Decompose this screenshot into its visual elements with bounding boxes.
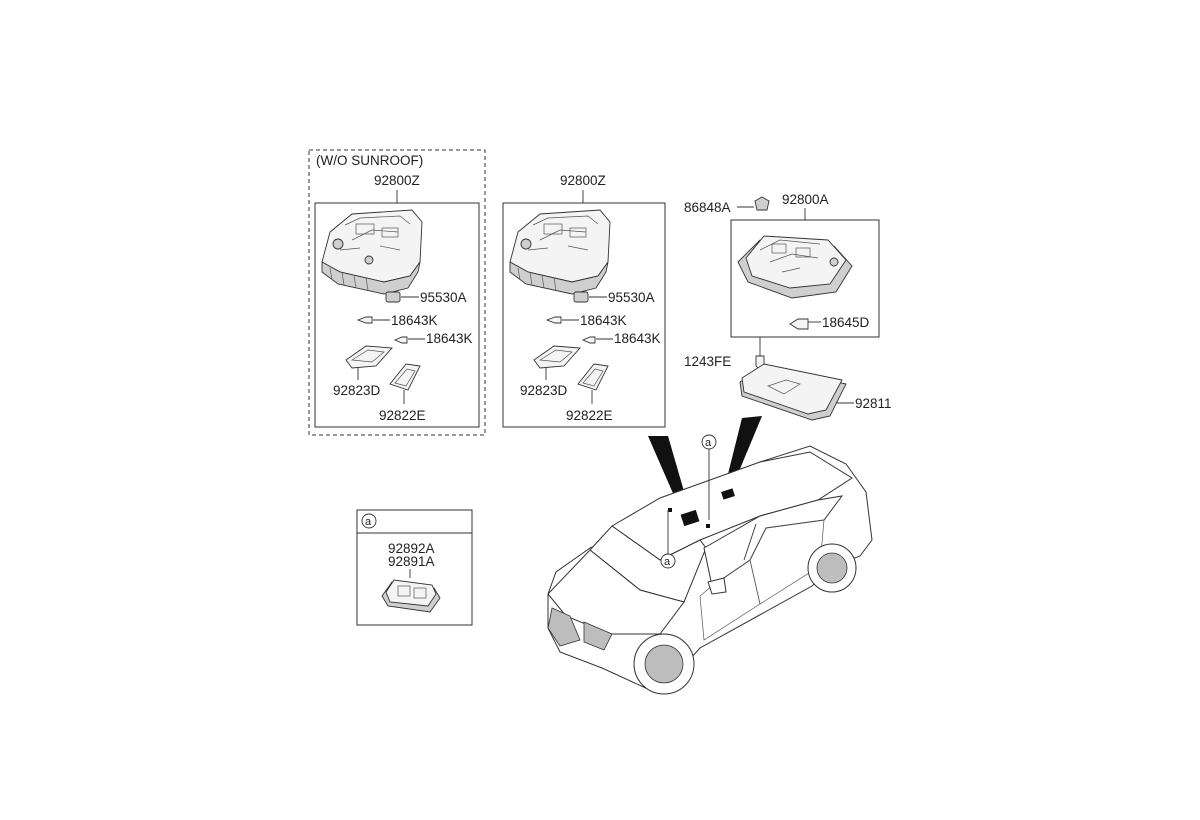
- sunroof-assembly-label: 92800Z: [374, 173, 420, 188]
- part-label-18645d: 18645D: [822, 315, 870, 330]
- lens-92823d-part: [345, 345, 393, 369]
- sunroof-caption: (W/O SUNROOF): [316, 153, 423, 168]
- part-label-18643k-b: 18643K: [426, 331, 473, 346]
- part-label-95530a: 95530A: [608, 290, 655, 305]
- standard-assembly-label: 92800Z: [560, 173, 606, 188]
- car-grille: [547, 607, 581, 647]
- room-lamp-assembly-label: 92800A: [782, 192, 829, 207]
- part-label-92823d: 92823D: [520, 383, 568, 398]
- part-label-92891a: 92891A: [388, 554, 435, 569]
- part-label-92892a: 92892A: [388, 541, 435, 556]
- car-marker-a-upper: a: [705, 437, 712, 449]
- sunroof-group-dashed-frame: [308, 149, 486, 436]
- detail-a-frame: [356, 509, 473, 626]
- car-marker-a-circle: [660, 553, 676, 569]
- sunroof-group-frame: [314, 202, 480, 428]
- part-label-18643k-a: 18643K: [580, 313, 627, 328]
- lens-92822e-part: [577, 363, 609, 391]
- bulb-18643k-part: [581, 336, 596, 344]
- bulb-18643k-part: [356, 316, 373, 324]
- detail-a-marker: a: [365, 516, 372, 528]
- lens-92823d-part: [533, 345, 581, 369]
- car-headlight: [583, 621, 613, 651]
- overhead-console-lamp-part: [509, 209, 611, 295]
- group-room-lamp: 86848A 92800A 18645D 1243FE 92811: [684, 192, 892, 421]
- car-hood: [547, 549, 685, 635]
- car-side-mirror: [707, 577, 727, 595]
- detail-a-group: a 92892A 92891A: [356, 509, 473, 626]
- roof-lamp-front-indicator: [680, 509, 700, 527]
- part-label-95530a: 95530A: [420, 290, 467, 305]
- part-label-18643k-b: 18643K: [614, 331, 661, 346]
- part-label-1243fe: 1243FE: [684, 354, 731, 369]
- map-lamp-part: [381, 579, 441, 613]
- car-marker-a-lower: a: [664, 556, 671, 568]
- overhead-console-lamp-part: [321, 209, 423, 295]
- part-label-92811: 92811: [855, 396, 892, 411]
- car-marker-a-circle: [701, 434, 717, 450]
- group-standard: 92800Z 95530A 18643K 18643K 92823D 92822…: [502, 173, 666, 428]
- part-label-86848a: 86848A: [684, 200, 731, 215]
- part-label-92823d: 92823D: [333, 383, 381, 398]
- group-without-sunroof: (W/O SUNROOF) 92800Z 95530A 18643K 18643…: [308, 149, 486, 436]
- detail-a-marker-circle: [361, 513, 377, 529]
- part-label-18643k-a: 18643K: [391, 313, 438, 328]
- room-lamp-housing-part: [737, 235, 853, 299]
- room-lamp-group-frame: [730, 219, 880, 338]
- bulb-18643k-part: [545, 316, 562, 324]
- room-lamp-lens-92811-part: [739, 363, 847, 421]
- switch-95530a-part: [573, 291, 589, 303]
- clip-86848a-part: [754, 196, 770, 211]
- lens-92822e-part: [389, 363, 421, 391]
- standard-group-frame: [502, 202, 666, 428]
- bulb-18643k-part: [393, 336, 408, 344]
- roof-lamp-rear-indicator: [721, 488, 735, 500]
- switch-95530a-part: [385, 291, 401, 303]
- car-illustration: a a: [547, 416, 873, 695]
- part-label-92822e: 92822E: [379, 408, 426, 423]
- part-label-92822e: 92822E: [566, 408, 613, 423]
- bulb-18645d-part: [789, 318, 809, 330]
